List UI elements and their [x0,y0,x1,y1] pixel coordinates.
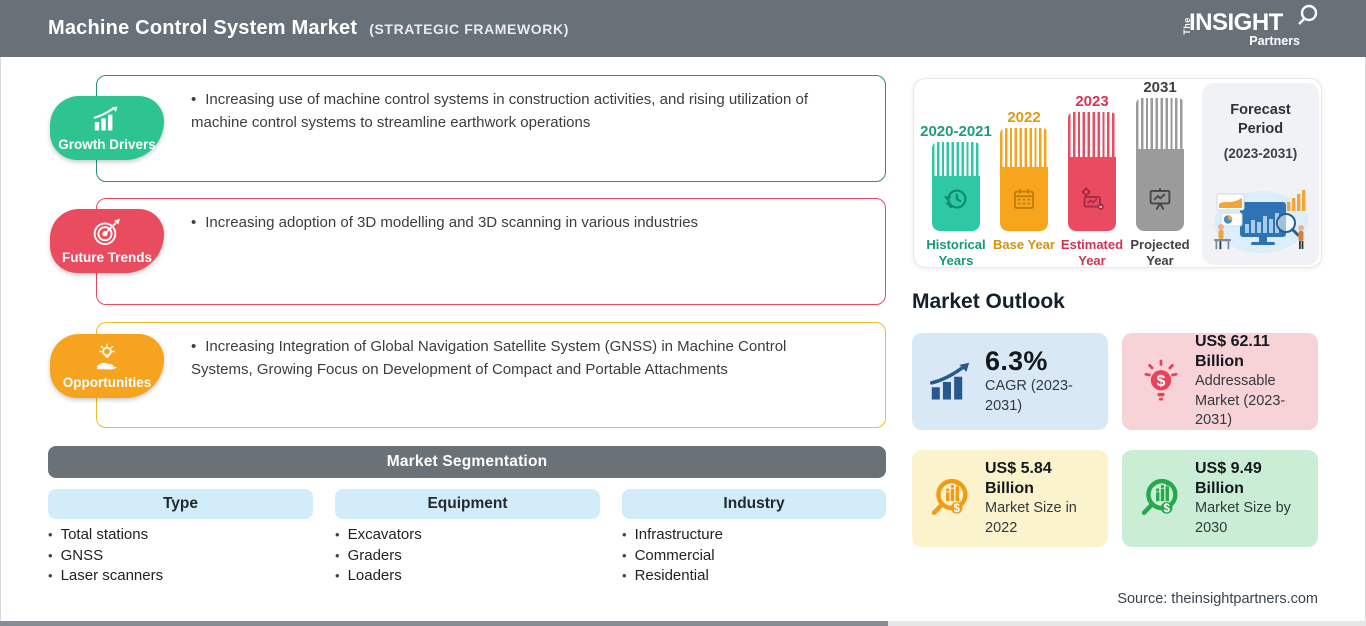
logo-partners-text: Partners [1249,34,1300,48]
opportunities-box: Increasing Integration of Global Navigat… [96,322,886,428]
timeline-bar-projected: 2031 Projected Year [1128,79,1192,269]
bar-role-label: Base Year [993,237,1055,252]
cagr-value: 6.3% [985,346,1048,377]
list-item: Residential [622,566,723,587]
bar-year-label: 2022 [1007,109,1041,126]
bar-role-label: Projected Year [1130,237,1190,269]
growth-drivers-label: Growth Drivers [58,136,156,152]
future-trends-label: Future Trends [61,249,152,265]
bar [1068,112,1116,231]
segment-list-equipment: Excavators Graders Loaders [335,525,422,587]
market-size-2030-card: $ US$ 9.49 Billion Market Size by 2030 [1122,450,1318,547]
left-border [0,57,1,621]
list-item: Excavators [335,525,422,546]
list-item: Laser scanners [48,566,164,587]
logo-insight-text: INSIGHT [1189,9,1283,36]
svg-text:$: $ [1157,372,1166,389]
magnifier-icon [1294,4,1320,35]
page-title: Machine Control System Market [48,17,358,39]
bar-striped-top [1068,112,1116,158]
bar [1000,128,1048,231]
bar-striped-top [1000,128,1048,168]
insight-partners-logo: The INSIGHT Partners [1182,4,1318,50]
timeline-bar-estimated: 2023 Estimated Year [1060,79,1124,269]
cagr-card: 6.3% CAGR (2023-2031) [912,333,1108,430]
list-item: Infrastructure [622,525,723,546]
market-size-2022-value: US$ 5.84 Billion [985,459,1052,497]
timeline-bar-historical: 2020-2021 Historical Years [920,79,992,269]
bar-year-label: 2031 [1143,79,1177,96]
bar [1136,98,1184,231]
future-trends-badge: Future Trends [50,209,164,273]
market-size-2030-value: US$ 9.49 Billion [1195,459,1262,497]
timeline-card: 2020-2021 Historical Years 2022 [913,78,1322,268]
cagr-label: CAGR (2023-2031) [985,378,1073,414]
opportunities-badge: Opportunities [50,334,164,398]
list-item: GNSS [48,546,163,567]
analytics-illustration [1209,182,1313,259]
market-outlook-title: Market Outlook [912,290,1065,313]
segment-list-industry: Infrastructure Commercial Residential [622,525,723,587]
bar-striped-top [1136,98,1184,149]
future-trends-box: Increasing adoption of 3D modelling and … [96,198,886,305]
addressable-market-label: Addressable Market (2023-2031) [1195,373,1286,429]
market-magnifier-icon: $ [928,476,974,522]
target-dart-icon [91,218,124,248]
addressable-market-card: $ US$ 62.11 Billion Addressable Market (… [1122,333,1318,430]
bar-solid [1136,148,1184,231]
segment-header-industry: Industry [622,489,886,519]
segment-list-type: Total stations GNSS Laser scanners [48,525,164,587]
page-subtitle: (STRATEGIC FRAMEWORK) [369,20,569,37]
segment-header-equipment: Equipment [335,489,600,519]
growth-chart-icon [91,105,123,135]
idea-hand-icon [92,343,122,373]
horizontal-scrollbar[interactable] [0,621,1366,626]
bar [932,142,980,231]
svg-text:$: $ [953,503,960,515]
bar-role-label: Historical Years [926,237,986,269]
opportunities-bullet: Increasing Integration of Global Navigat… [191,336,839,381]
dollar-bulb-icon: $ [1138,359,1184,405]
bar-striped-top [932,142,980,176]
list-item: Commercial [622,546,723,567]
forecast-period-title: Forecast Period [1230,102,1291,137]
bar-solid [1068,157,1116,231]
addressable-market-value: US$ 62.11 Billion [1195,333,1270,371]
header-bar: Machine Control System Market (STRATEGIC… [0,0,1366,57]
calendar-icon [1010,185,1039,219]
future-trends-bullet: Increasing adoption of 3D modelling and … [191,212,839,235]
projection-screen-icon [1145,184,1175,219]
bar-year-label: 2020-2021 [920,123,992,140]
market-magnifier-icon: $ [1138,476,1184,522]
growth-drivers-bullet: Increasing use of machine control system… [191,89,839,134]
list-item: Total stations [48,525,163,546]
forecast-period-range: (2023-2031) [1223,145,1298,161]
bar-year-label: 2023 [1075,93,1109,110]
source-attribution: Source: theinsightpartners.com [1117,591,1318,607]
market-size-2022-label: Market Size in 2022 [985,499,1077,536]
list-item: Loaders [335,566,422,587]
opportunities-label: Opportunities [62,374,152,390]
market-size-2022-card: $ US$ 5.84 Billion Market Size in 2022 [912,450,1108,547]
market-segmentation-title: Market Segmentation [48,446,886,478]
history-clock-icon [941,184,971,219]
market-size-2030-label: Market Size by 2030 [1195,499,1291,536]
segment-header-type: Type [48,489,313,519]
timeline-bar-base: 2022 Base Year [992,79,1056,269]
bar-solid [932,175,980,231]
estimate-gear-icon [1077,184,1107,219]
cagr-chart-icon [928,361,974,403]
bar-role-label: Estimated Year [1060,237,1124,269]
list-item: Graders [335,546,422,567]
bar-solid [1000,167,1048,231]
scrollbar-thumb[interactable] [0,621,888,626]
forecast-period-panel: Forecast Period (2023-2031) [1202,83,1319,265]
growth-drivers-box: Increasing use of machine control system… [96,75,886,182]
growth-drivers-badge: Growth Drivers [50,96,164,160]
svg-text:$: $ [1163,503,1170,515]
